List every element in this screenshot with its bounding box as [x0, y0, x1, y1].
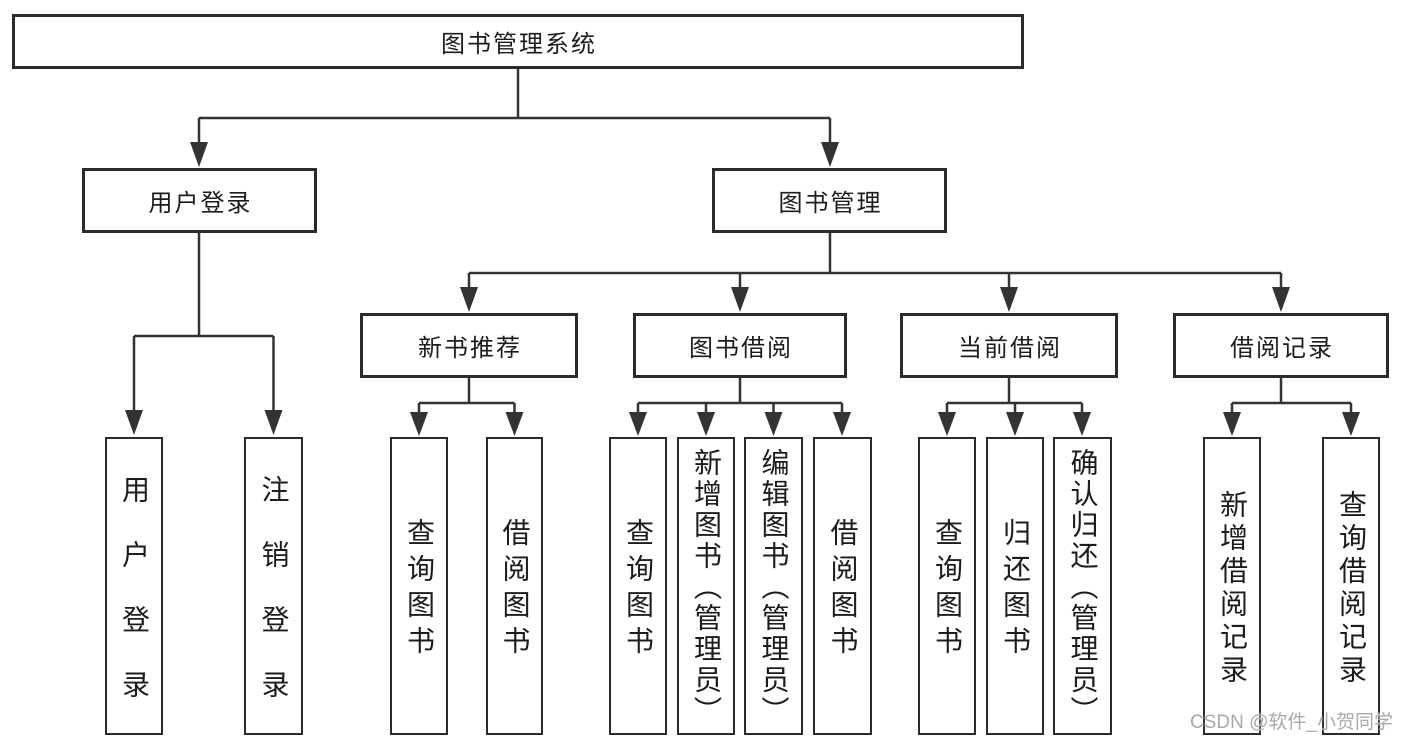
leaf-borrow-add-label: 新增图书（管理员） — [691, 448, 722, 727]
leaf-newbook-query: 查询图书 — [390, 437, 448, 735]
leaf-record-add: 新增借阅记录 — [1203, 437, 1261, 735]
leaf-record-query: 查询借阅记录 — [1322, 437, 1380, 735]
node-new-book-rec-label: 新书推荐 — [418, 335, 522, 362]
leaf-borrow-borrow-label: 借阅图书 — [827, 518, 859, 662]
node-current-borrow: 当前借阅 — [900, 313, 1118, 378]
leaf-newbook-borrow-label: 借阅图书 — [499, 518, 531, 662]
leaf-record-add-label: 新增借阅记录 — [1217, 489, 1248, 688]
leaf-user-login: 用户登录 — [105, 437, 163, 735]
leaf-current-confirm: 确认归还（管理员） — [1053, 437, 1112, 735]
leaf-current-query: 查询图书 — [918, 437, 976, 735]
leaf-borrow-borrow: 借阅图书 — [813, 437, 872, 735]
leaf-newbook-query-label: 查询图书 — [404, 518, 435, 662]
leaf-newbook-borrow: 借阅图书 — [486, 437, 543, 735]
node-new-book-rec: 新书推荐 — [360, 313, 578, 378]
node-borrow-records: 借阅记录 — [1173, 313, 1389, 378]
leaf-borrow-query-label: 查询图书 — [623, 518, 654, 662]
node-book-mgmt: 图书管理 — [712, 168, 947, 233]
leaf-current-return: 归还图书 — [986, 437, 1044, 735]
node-book-borrow: 图书借阅 — [633, 313, 847, 378]
leaf-current-query-label: 查询图书 — [932, 518, 963, 662]
node-book-borrow-label: 图书借阅 — [689, 335, 793, 362]
leaf-current-return-label: 归还图书 — [1000, 518, 1031, 662]
leaf-borrow-edit: 编辑图书（管理员） — [744, 437, 803, 735]
csdn-watermark: CSDN @软件_小贺同学 — [1190, 712, 1393, 733]
node-borrow-records-label: 借阅记录 — [1230, 335, 1334, 362]
node-user-login-label: 用户登录 — [148, 190, 253, 217]
leaf-user-login-label: 用户登录 — [119, 474, 150, 735]
leaf-logout: 注销登录 — [244, 437, 303, 735]
leaf-current-confirm-label: 确认归还（管理员） — [1067, 448, 1099, 727]
leaf-borrow-edit-label: 编辑图书（管理员） — [758, 448, 790, 727]
node-current-borrow-label: 当前借阅 — [958, 335, 1062, 362]
arrowheads — [125, 142, 1360, 436]
node-book-mgmt-label: 图书管理 — [778, 190, 883, 217]
node-user-login: 用户登录 — [82, 168, 317, 233]
node-root: 图书管理系统 — [12, 14, 1024, 69]
leaf-borrow-query: 查询图书 — [609, 437, 667, 735]
leaf-borrow-add: 新增图书（管理员） — [677, 437, 735, 735]
leaf-record-query-label: 查询借阅记录 — [1336, 489, 1367, 688]
node-root-label: 图书管理系统 — [441, 31, 597, 58]
leaf-logout-label: 注销登录 — [258, 474, 290, 735]
